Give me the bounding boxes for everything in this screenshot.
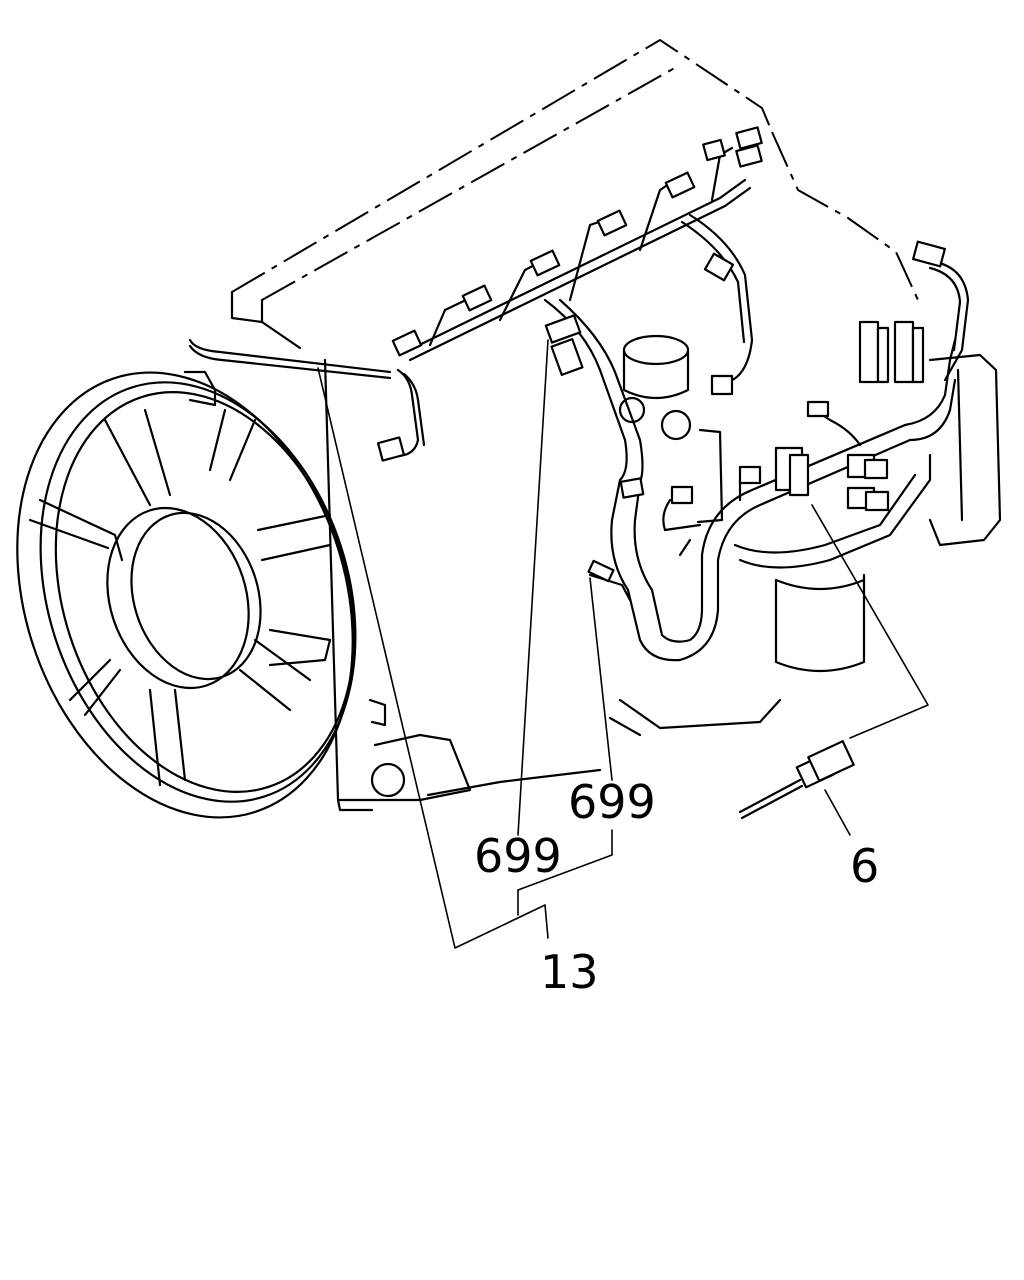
- engine-block: [230, 38, 1002, 812]
- cooling-fan: [16, 370, 387, 819]
- callout-699-lower: 699: [474, 829, 562, 883]
- leader-lines: [317, 339, 929, 949]
- wiring-harness: [188, 146, 970, 662]
- callout-699-upper: 699: [568, 775, 656, 829]
- callout-labels: 699 699 13 6: [474, 775, 879, 999]
- sensor-part: [738, 740, 855, 820]
- harness-connectors: [376, 126, 946, 583]
- callout-6: 6: [850, 839, 879, 893]
- callout-13: 13: [540, 945, 599, 999]
